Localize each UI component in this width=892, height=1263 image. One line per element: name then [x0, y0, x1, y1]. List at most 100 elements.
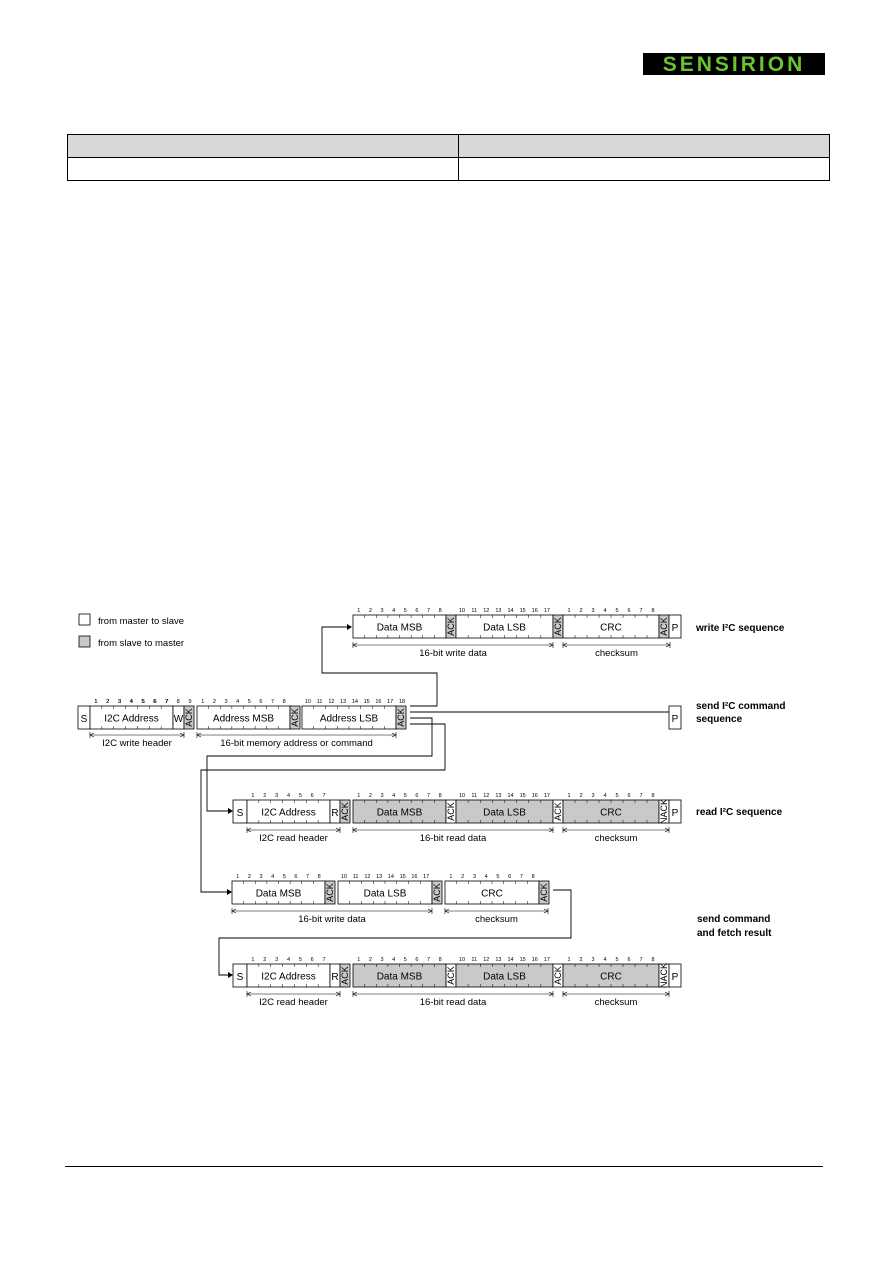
- cmd-i2c-address-field-label: I2C Address: [104, 714, 158, 725]
- write-stop-bit: [668, 614, 682, 639]
- fetch-read-checksum-brace-label: checksum: [595, 997, 638, 1008]
- fetch-read-i2c-address-field-bit-number: 6: [311, 957, 314, 963]
- cmd-ack-2-label: ACK: [290, 708, 300, 727]
- write-data-msb-field-label: Data MSB: [377, 623, 423, 634]
- read-data-msb-field-bit-number: 7: [427, 793, 430, 799]
- write-crc-field-bit-number: 5: [615, 608, 618, 614]
- table-cell: [67, 157, 459, 181]
- read-crc-field-bit-number: 8: [651, 793, 654, 799]
- read-data-msb-field-label: Data MSB: [377, 808, 423, 819]
- fetch-read-i2c-address-field-bit-number: 4: [287, 957, 290, 963]
- fetch-write-data-msb-field-bit-number: 8: [318, 874, 321, 880]
- read-sequence-label: read I²C sequence: [696, 807, 783, 818]
- read-crc-field-label: CRC: [600, 808, 622, 819]
- fetch-write-crc-field-bit-number: 1: [449, 874, 452, 880]
- fetch-write-data-msb-field-bit-number: 6: [294, 874, 297, 880]
- fetch-write-data-lsb-field-bit-number: 11: [353, 874, 359, 880]
- cmd-i2c-address-field-bit-number: 7: [166, 699, 169, 705]
- fetch-write-data-lsb-field-bit-number: 10: [341, 874, 347, 880]
- fetch-write-data-lsb-field-bit-number: 16: [411, 874, 417, 880]
- read-ack-1: [339, 799, 351, 824]
- cmd-write-header-brace-label: I2C write header: [102, 738, 172, 749]
- send-command-label-2: sequence: [696, 714, 743, 725]
- fetch-read-data-msb-field-label: Data MSB: [377, 972, 423, 983]
- read-data-brace-arrow: [352, 827, 358, 833]
- write-sequence-label: write I²C sequence: [695, 623, 785, 634]
- write-data-msb-field-bit-number: 6: [415, 608, 418, 614]
- cmd-address-lsb-field-bit-number: 11: [317, 699, 323, 705]
- fetch-write-crc-field-bit-number: 6: [508, 874, 511, 880]
- cmd-memory-address-brace-arrow: [196, 732, 202, 738]
- fetch-write-crc-field-bit-number: 4: [485, 874, 488, 880]
- cmd-header-bit-number: 7: [165, 699, 168, 705]
- fetch-checksum-brace-arrow: [444, 908, 450, 914]
- cmd-write-label: W: [174, 714, 184, 725]
- write-data-lsb-field-bit-number: 16: [532, 608, 538, 614]
- fetch-read-data-msb-field-bit-number: 4: [392, 957, 395, 963]
- read-data-brace-label: 16-bit read data: [420, 833, 487, 844]
- write-stop-label: P: [672, 623, 679, 634]
- connector-to-read: [206, 717, 433, 812]
- cmd-i2c-address-field-bit-number: 3: [118, 699, 121, 705]
- fetch-write-data-msb-field-label: Data MSB: [256, 889, 302, 900]
- read-i2c-address-field-bit-number: 3: [275, 793, 278, 799]
- read-data-lsb-field-bit-number: 10: [459, 793, 465, 799]
- cmd-stop-bit: [668, 705, 682, 730]
- fetch-read-crc-field-bit-number: 8: [651, 957, 654, 963]
- fetch-write-data-lsb-field-bit-number: 15: [400, 874, 406, 880]
- cmd-i2c-address-field-bit-number: 4: [130, 699, 133, 705]
- fetch-read-data-lsb-field-bit-number: 11: [471, 957, 477, 963]
- write-data-brace-arrow: [352, 642, 358, 648]
- fetch-read-data-lsb-field-bit-number: 14: [508, 957, 514, 963]
- read-data-lsb-field-bit-number: 11: [471, 793, 477, 799]
- write-data-msb-field-bit-number: 7: [427, 608, 430, 614]
- connector-to-fetch-read-head: [228, 972, 233, 978]
- cmd-ack-3: [395, 705, 407, 730]
- write-checksum-brace-arrow: [562, 642, 568, 648]
- fetch-write-crc-field-bit-number: 2: [461, 874, 464, 880]
- cmd-i2c-address-field-bit-number: 5: [142, 699, 145, 705]
- sensirion-logo: SENSIRION: [643, 53, 825, 75]
- fetch-write-data-msb-field-bit-number: 4: [271, 874, 274, 880]
- connector-to-fetch-head: [227, 889, 232, 895]
- read-header-brace-label: I2C read header: [259, 833, 328, 844]
- read-stop-label: P: [672, 808, 679, 819]
- read-crc-field-bit-number: 4: [603, 793, 606, 799]
- write-crc-field-bit-number: 2: [579, 608, 582, 614]
- cmd-address-msb-field-bit-number: 6: [259, 699, 262, 705]
- read-data-msb-field-bit-number: 2: [369, 793, 372, 799]
- read-data-lsb-field-bit-number: 15: [520, 793, 526, 799]
- write-crc-field-bit-number: 6: [627, 608, 630, 614]
- cmd-start-label: S: [81, 714, 88, 725]
- write-data-msb-field-bit-number: 2: [369, 608, 372, 614]
- fetch-read-ack-1: [339, 963, 351, 988]
- fetch-sequence-label: send command: [697, 914, 770, 925]
- fetch-read-crc-field-label: CRC: [600, 972, 622, 983]
- read-ack-1-label: ACK: [340, 802, 350, 821]
- write-data-lsb-field-bit-number: 14: [508, 608, 514, 614]
- fetch-write-crc-field-bit-number: 8: [532, 874, 535, 880]
- read-data-msb-field-bit-number: 1: [357, 793, 360, 799]
- fetch-write-ack-3-label: ACK: [539, 883, 549, 902]
- write-crc-field-label: CRC: [600, 623, 622, 634]
- read-data-lsb-field-bit-number: 14: [508, 793, 514, 799]
- read-stop-bit: [668, 799, 682, 824]
- read-i2c-address-field-bit-number: 4: [287, 793, 290, 799]
- fetch-read-data-lsb-field-bit-number: 17: [544, 957, 550, 963]
- read-ack-2-label: ACK: [446, 802, 456, 821]
- fetch-write-ack-2-label: ACK: [432, 883, 442, 902]
- cmd-memory-address-brace-arrow: [391, 732, 397, 738]
- fetch-read-data-msb-field-bit-number: 2: [369, 957, 372, 963]
- read-data-lsb-field-bit-number: 16: [532, 793, 538, 799]
- fetch-read-data-lsb-field-bit-number: 13: [495, 957, 501, 963]
- fetch-read-start-label: S: [237, 972, 244, 983]
- cmd-header-bit-number: 6: [153, 699, 156, 705]
- read-data-msb-field-bit-number: 8: [439, 793, 442, 799]
- write-data-msb-field-bit-number: 3: [381, 608, 384, 614]
- read-i2c-address-field-bit-number: 6: [311, 793, 314, 799]
- cmd-i2c-address-field-bit-number: 6: [154, 699, 157, 705]
- cmd-address-lsb-field-label: Address LSB: [320, 714, 379, 725]
- connector-to-fetch: [200, 723, 446, 893]
- connector-to-write-head: [347, 624, 352, 630]
